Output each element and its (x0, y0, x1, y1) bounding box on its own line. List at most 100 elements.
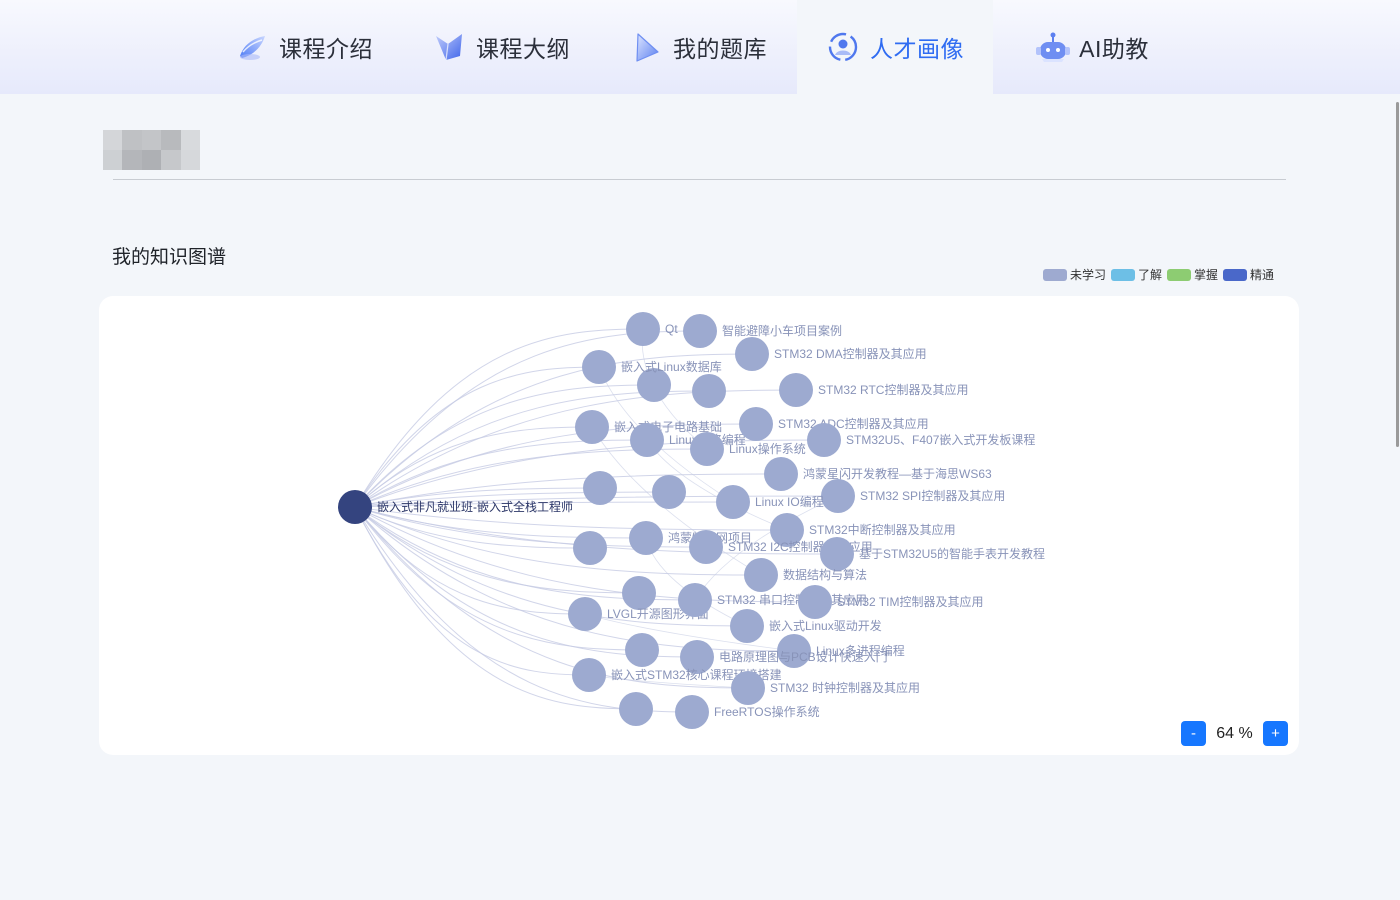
tab-talent-profile[interactable]: 人才画像 (797, 0, 993, 94)
knowledge-node-circle[interactable] (630, 423, 664, 457)
knowledge-node[interactable] (583, 471, 617, 505)
knowledge-node[interactable]: STM32U5、F407嵌入式开发板课程 (807, 423, 1035, 457)
knowledge-node[interactable]: 鸿蒙星闪开发教程—基于海思WS63 (764, 457, 992, 491)
graph-edge (354, 506, 816, 603)
legend-item-expert[interactable]: 精通 (1223, 266, 1274, 283)
knowledge-node[interactable]: STM32中断控制器及其应用 (770, 513, 956, 547)
graph-edge (354, 384, 655, 508)
knowledge-node[interactable]: Qt (626, 312, 678, 346)
legend-swatch (1223, 268, 1248, 281)
knowledge-node[interactable]: Linux网络编程 (630, 423, 746, 457)
knowledge-node[interactable]: STM32 SPI控制器及其应用 (821, 479, 1005, 513)
knowledge-node[interactable] (625, 633, 659, 667)
knowledge-node-label: 数据结构与算法 (783, 567, 867, 582)
knowledge-node-circle[interactable] (626, 312, 660, 346)
knowledge-node-circle[interactable] (731, 671, 765, 705)
knowledge-node-circle[interactable] (735, 337, 769, 371)
page-scrollbar[interactable] (1394, 94, 1400, 900)
question-bank-icon (629, 30, 663, 64)
root-node[interactable]: 嵌入式非凡就业班-嵌入式全栈工程师 (338, 490, 573, 524)
graph-edge (354, 487, 601, 508)
knowledge-node[interactable] (573, 531, 607, 565)
knowledge-node[interactable] (622, 576, 656, 610)
knowledge-node[interactable]: 智能避障小车项目案例 (683, 314, 842, 348)
legend-item-mastered[interactable]: 掌握 (1167, 266, 1218, 283)
top-navigation: 课程介绍 课程大纲 我的题库 人才画像 (0, 0, 1400, 94)
knowledge-node-circle[interactable] (680, 640, 714, 674)
graph-edge (584, 613, 795, 652)
knowledge-node-circle[interactable] (730, 609, 764, 643)
knowledge-node-circle[interactable] (779, 373, 813, 407)
root-node-circle[interactable] (338, 490, 372, 524)
knowledge-node-label: 嵌入式电子电路基础 (614, 419, 722, 434)
knowledge-node-circle[interactable] (678, 583, 712, 617)
graph-edge (354, 389, 797, 508)
knowledge-node-circle[interactable] (572, 658, 606, 692)
knowledge-node-label: 嵌入式Linux数据库 (621, 359, 722, 374)
knowledge-node-circle[interactable] (807, 423, 841, 457)
knowledge-node[interactable]: STM32 RTC控制器及其应用 (779, 373, 968, 407)
course-outline-icon (432, 30, 466, 64)
knowledge-node[interactable]: 数据结构与算法 (744, 558, 867, 592)
legend-swatch (1043, 268, 1067, 281)
tab-label: 课程介绍 (279, 36, 373, 62)
legend-item-unlearned[interactable]: 未学习 (1043, 266, 1106, 283)
knowledge-node[interactable]: STM32 时钟控制器及其应用 (731, 671, 920, 705)
tab-course-outline[interactable]: 课程大纲 (403, 0, 599, 94)
knowledge-node-circle[interactable] (739, 407, 773, 441)
knowledge-node[interactable]: Linux多进程编程 (777, 634, 905, 668)
tab-ai-assistant[interactable]: AI助教 (994, 0, 1190, 94)
legend-label: 掌握 (1194, 268, 1219, 282)
tab-question-bank[interactable]: 我的题库 (600, 0, 796, 94)
graph-edge (354, 426, 593, 508)
knowledge-node[interactable]: Linux操作系统 (690, 432, 806, 466)
knowledge-node-circle[interactable] (575, 410, 609, 444)
graph-edge (354, 491, 670, 508)
knowledge-node-circle[interactable] (821, 479, 855, 513)
graph-edge (354, 473, 782, 508)
zoom-control: - 64 % + (1181, 721, 1288, 746)
knowledge-node[interactable]: STM32 DMA控制器及其应用 (735, 337, 927, 371)
knowledge-node-circle[interactable] (689, 530, 723, 564)
knowledge-node[interactable]: Linux IO编程 (716, 485, 824, 519)
knowledge-node-circle[interactable] (770, 513, 804, 547)
scrollbar-thumb[interactable] (1396, 102, 1399, 447)
knowledge-node-circle[interactable] (744, 558, 778, 592)
knowledge-node-circle[interactable] (582, 350, 616, 384)
knowledge-node-circle[interactable] (764, 457, 798, 491)
knowledge-node[interactable] (652, 475, 686, 509)
knowledge-node[interactable]: 嵌入式Linux数据库 (582, 350, 722, 384)
knowledge-node-circle[interactable] (568, 597, 602, 631)
legend-item-understand[interactable]: 了解 (1111, 266, 1162, 283)
knowledge-node[interactable]: FreeRTOS操作系统 (675, 695, 820, 729)
graph-edge (354, 506, 788, 531)
knowledge-node-circle[interactable] (798, 585, 832, 619)
knowledge-node[interactable]: 电路原理图与PCB设计快速入门 (680, 640, 888, 674)
graph-legend: 未学习 了解 掌握 精通 (1043, 266, 1274, 283)
knowledge-node-circle[interactable] (683, 314, 717, 348)
knowledge-node-circle[interactable] (629, 521, 663, 555)
knowledge-node-label: STM32 SPI控制器及其应用 (860, 488, 1005, 503)
course-intro-icon (235, 30, 269, 64)
knowledge-node-circle[interactable] (820, 537, 854, 571)
knowledge-node[interactable] (692, 374, 726, 408)
knowledge-node[interactable]: 嵌入式Linux驱动开发 (730, 609, 882, 643)
knowledge-node-circle[interactable] (777, 634, 811, 668)
knowledge-node-circle[interactable] (690, 432, 724, 466)
knowledge-node-circle[interactable] (675, 695, 709, 729)
zoom-out-button[interactable]: - (1181, 721, 1206, 746)
graph-edge (354, 501, 734, 508)
knowledge-node-label: STM32 时钟控制器及其应用 (770, 680, 920, 695)
knowledge-node[interactable]: STM32 TIM控制器及其应用 (798, 585, 983, 619)
section-title: 我的知识图谱 (112, 247, 227, 268)
tab-course-intro[interactable]: 课程介绍 (206, 0, 402, 94)
knowledge-node[interactable] (637, 368, 671, 402)
tab-label: 课程大纲 (476, 36, 570, 62)
knowledge-node[interactable] (619, 692, 653, 726)
knowledge-node-circle[interactable] (716, 485, 750, 519)
knowledge-node[interactable]: 基于STM32U5的智能手表开发教程 (820, 537, 1045, 571)
graph-edge (354, 330, 701, 508)
zoom-in-button[interactable]: + (1263, 721, 1288, 746)
